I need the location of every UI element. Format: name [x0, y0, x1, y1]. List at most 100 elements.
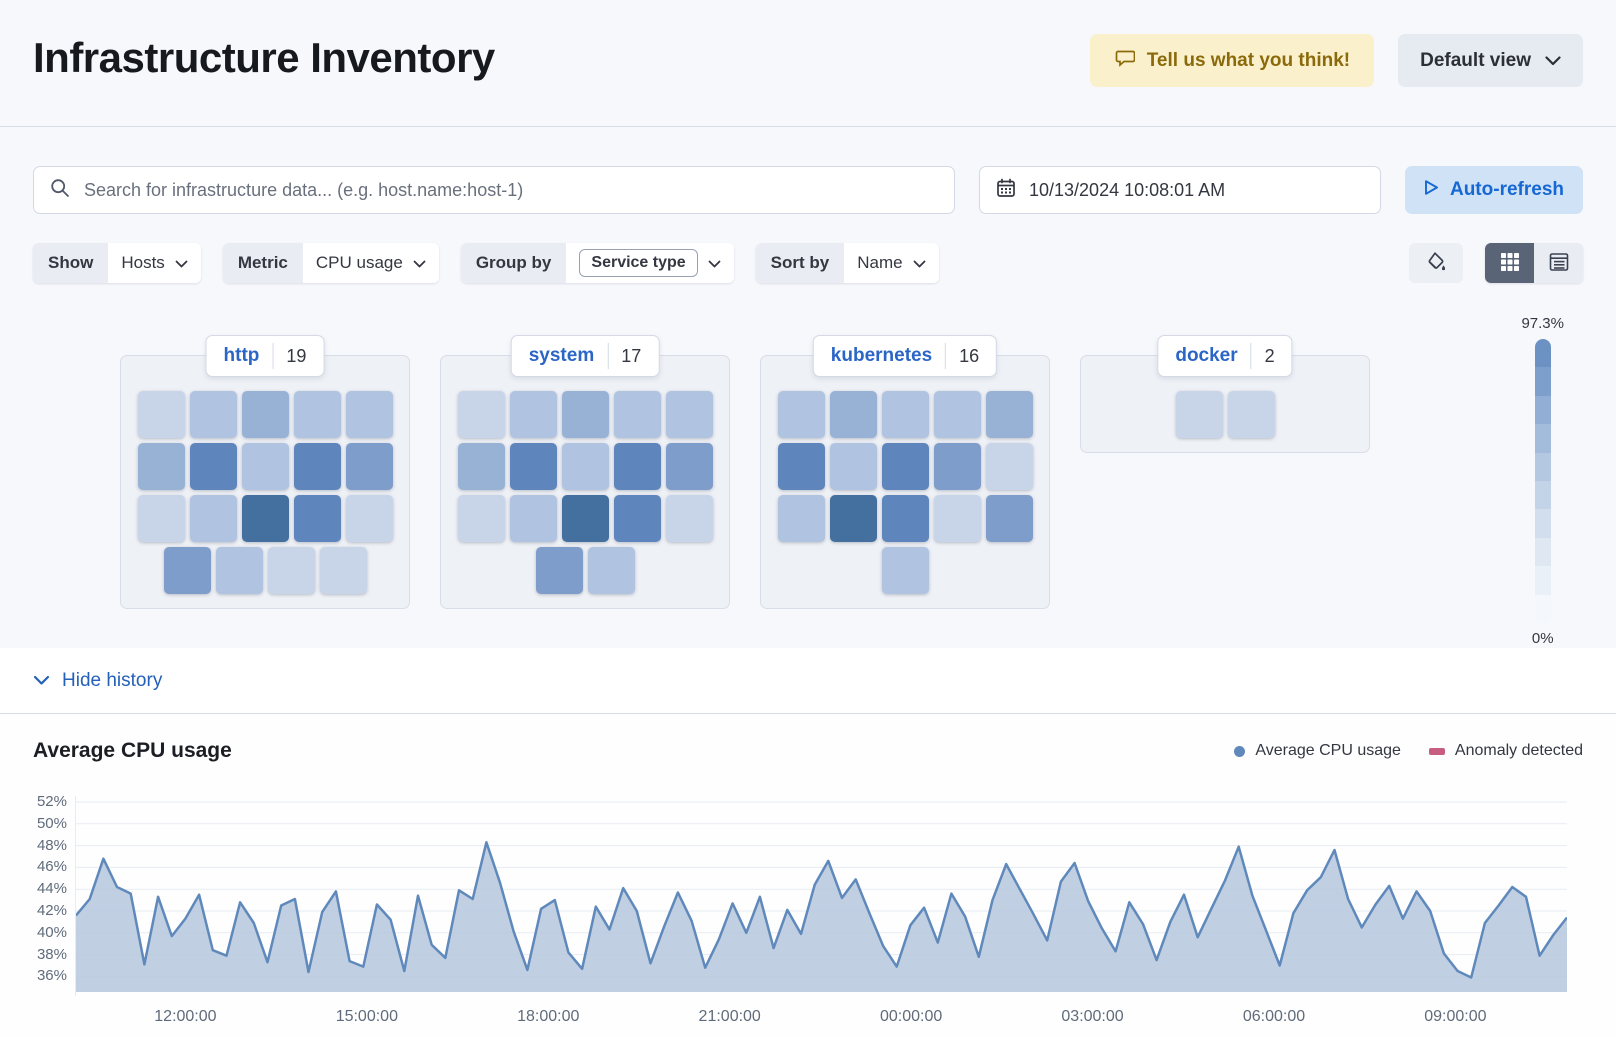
color-palette-button[interactable]	[1409, 243, 1463, 283]
x-tick-label: 15:00:00	[335, 1008, 398, 1025]
host-tile[interactable]	[881, 547, 929, 594]
scale-step	[1534, 537, 1551, 567]
host-tile[interactable]	[613, 443, 661, 490]
group-name[interactable]: http	[223, 345, 260, 366]
host-tile[interactable]	[665, 391, 713, 438]
group-by-filter-value[interactable]: Service type	[566, 243, 734, 283]
sort-by-filter-value[interactable]: Name	[844, 243, 939, 283]
tile-row	[761, 391, 1049, 438]
host-tile[interactable]	[345, 391, 393, 438]
tile-row	[761, 495, 1049, 542]
host-tile[interactable]	[267, 547, 315, 594]
table-view-button[interactable]	[1534, 243, 1583, 283]
host-tile[interactable]	[241, 391, 289, 438]
group-name[interactable]: kubernetes	[830, 345, 933, 366]
chevron-down-icon	[913, 253, 926, 273]
host-tile[interactable]	[613, 495, 661, 542]
host-tile[interactable]	[829, 391, 877, 438]
host-tile[interactable]	[457, 443, 505, 490]
host-tile[interactable]	[509, 495, 557, 542]
host-tile[interactable]	[345, 495, 393, 542]
host-tile[interactable]	[215, 547, 263, 594]
chart-title: Average CPU usage	[33, 739, 232, 762]
chart-body: 52%50%48%46%44%42%40%38%36%	[33, 793, 1583, 996]
host-tile[interactable]	[293, 443, 341, 490]
host-tile[interactable]	[457, 391, 505, 438]
group-by-chip[interactable]: Service type	[579, 249, 698, 277]
scale-step	[1534, 509, 1551, 538]
feedback-button[interactable]: Tell us what you think!	[1089, 34, 1375, 87]
host-tile[interactable]	[241, 443, 289, 490]
metric-filter-value[interactable]: CPU usage	[302, 243, 439, 283]
metric-filter-value-text: CPU usage	[315, 253, 403, 272]
host-tile[interactable]	[293, 391, 341, 438]
show-filter-value[interactable]: Hosts	[108, 243, 201, 283]
host-tile[interactable]	[561, 495, 609, 542]
search-input[interactable]	[82, 178, 938, 202]
show-filter[interactable]: Show Hosts	[33, 243, 201, 283]
host-tile[interactable]	[1175, 391, 1223, 438]
host-tile[interactable]	[137, 495, 185, 542]
host-tile[interactable]	[985, 495, 1033, 542]
group-by-filter[interactable]: Group by Service type	[460, 243, 734, 283]
host-tile[interactable]	[189, 495, 237, 542]
grid-view-button[interactable]	[1485, 243, 1534, 283]
host-tile[interactable]	[457, 495, 505, 542]
host-tile[interactable]	[561, 443, 609, 490]
y-tick-label: 50%	[36, 814, 67, 832]
legend-item-anomaly[interactable]: Anomaly detected	[1428, 742, 1583, 760]
host-tile[interactable]	[189, 443, 237, 490]
host-tile[interactable]	[881, 495, 929, 542]
auto-refresh-button[interactable]: Auto-refresh	[1405, 166, 1583, 214]
tile-row	[761, 547, 1049, 594]
host-tile[interactable]	[509, 391, 557, 438]
host-tile[interactable]	[881, 391, 929, 438]
y-tick-label: 40%	[36, 923, 67, 941]
host-tile[interactable]	[561, 391, 609, 438]
host-tile[interactable]	[933, 443, 981, 490]
scale-step	[1534, 339, 1551, 368]
host-tile[interactable]	[933, 495, 981, 542]
default-view-dropdown[interactable]: Default view	[1398, 34, 1583, 87]
group-name[interactable]: system	[528, 345, 595, 366]
host-tile[interactable]	[665, 443, 713, 490]
host-tile[interactable]	[535, 547, 583, 594]
hide-history-toggle[interactable]: Hide history	[0, 648, 1616, 714]
host-tile[interactable]	[587, 547, 635, 594]
host-tile[interactable]	[777, 495, 825, 542]
host-tile[interactable]	[293, 495, 341, 542]
host-tile[interactable]	[137, 391, 185, 438]
scale-step	[1534, 424, 1551, 453]
host-tile[interactable]	[319, 547, 367, 594]
date-picker[interactable]: 10/13/2024 10:08:01 AM	[979, 166, 1381, 214]
host-tile[interactable]	[345, 443, 393, 490]
host-tile[interactable]	[933, 391, 981, 438]
host-tile[interactable]	[509, 443, 557, 490]
host-tile[interactable]	[1227, 391, 1275, 438]
host-tile[interactable]	[163, 547, 211, 594]
host-tile[interactable]	[985, 391, 1033, 438]
host-tile[interactable]	[241, 495, 289, 542]
sort-by-filter[interactable]: Sort by Name	[755, 243, 939, 283]
host-tile[interactable]	[881, 443, 929, 490]
metric-filter[interactable]: Metric CPU usage	[222, 243, 439, 283]
host-tile[interactable]	[137, 443, 185, 490]
host-tile[interactable]	[829, 443, 877, 490]
legend-item-avg-cpu[interactable]: Average CPU usage	[1234, 742, 1401, 760]
host-tile[interactable]	[777, 443, 825, 490]
host-tile[interactable]	[189, 391, 237, 438]
host-tile[interactable]	[613, 391, 661, 438]
group-name[interactable]: docker	[1175, 345, 1238, 366]
host-tile[interactable]	[665, 495, 713, 542]
host-tile[interactable]	[985, 443, 1033, 490]
auto-refresh-label: Auto-refresh	[1449, 179, 1564, 200]
host-tile[interactable]	[829, 495, 877, 542]
host-tile[interactable]	[777, 391, 825, 438]
